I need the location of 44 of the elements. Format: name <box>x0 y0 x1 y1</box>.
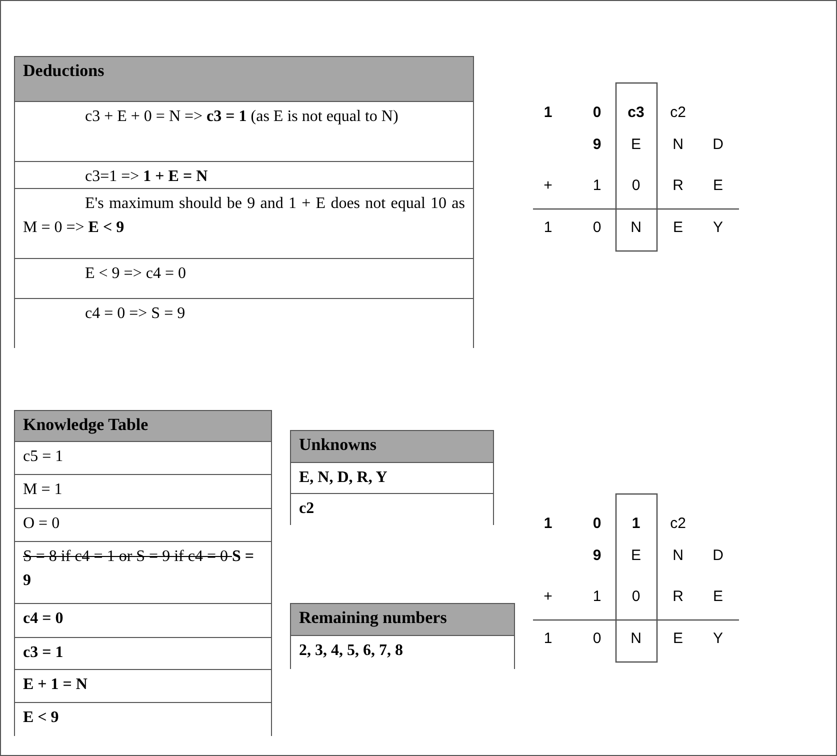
sum-digit: N <box>672 547 684 564</box>
sum-digit: c3 <box>626 104 646 121</box>
sum-digit: Y <box>712 219 724 236</box>
sum-digit: 1 <box>592 177 602 194</box>
sum-digit: 0 <box>592 104 602 121</box>
sum-digit: c2 <box>669 104 687 121</box>
sum-digit: 1 <box>542 630 554 647</box>
sum-digit: E <box>672 630 684 647</box>
sum-digit: N <box>630 219 642 236</box>
table <box>290 430 494 525</box>
table-title: Deductions <box>23 61 104 80</box>
table-title: Knowledge Table <box>23 415 148 434</box>
sum-digit: 0 <box>630 588 642 605</box>
sum-digit: 9 <box>592 547 602 564</box>
sum-digit: 1 <box>542 515 554 532</box>
sum-digit: R <box>672 588 684 605</box>
table <box>14 410 272 736</box>
sum-digit: + <box>542 177 554 194</box>
table <box>14 56 474 348</box>
sum-digit: 1 <box>542 219 554 236</box>
sum-digit: 1 <box>630 515 642 532</box>
sum-digit: 0 <box>592 219 602 236</box>
sum-digit: E <box>630 547 642 564</box>
sum-digit: 1 <box>542 104 554 121</box>
sum-digit: Y <box>712 630 724 647</box>
sum-digit: c2 <box>669 515 687 532</box>
sum-digit: D <box>712 136 724 153</box>
sum-digit: R <box>672 177 684 194</box>
sum-digit: E <box>712 177 724 194</box>
sum-digit: E <box>712 588 724 605</box>
sum-digit: 1 <box>592 588 602 605</box>
sum-digit: E <box>630 136 642 153</box>
sum-digit: N <box>630 630 642 647</box>
table-title: Unknowns <box>299 435 376 454</box>
sum-digit: 9 <box>592 136 602 153</box>
table-title: Remaining numbers <box>299 608 447 627</box>
sum-digit: 0 <box>592 515 602 532</box>
sum-digit: 0 <box>630 177 642 194</box>
sum-digit: + <box>542 588 554 605</box>
sum-digit: 0 <box>592 630 602 647</box>
table <box>290 603 515 669</box>
sum-digit: E <box>672 219 684 236</box>
sum-digit: D <box>712 547 724 564</box>
sum-digit: N <box>672 136 684 153</box>
